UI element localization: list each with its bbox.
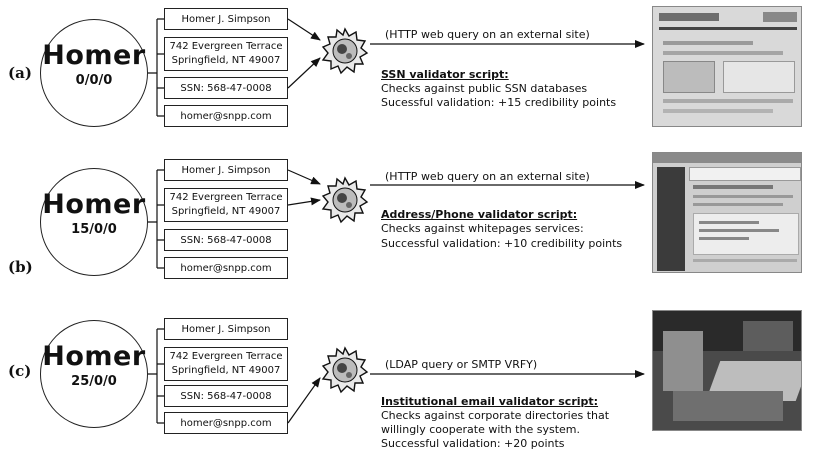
script-line: Checks against whitepages services: (381, 222, 584, 235)
panel-label: (b) (8, 258, 33, 276)
field-name-text: Homer J. Simpson (181, 323, 271, 335)
website-screenshot-a (652, 6, 802, 127)
field-address: 742 Evergreen Terrace Springfield, NT 49… (164, 188, 288, 222)
field-ssn: SSN: 568-47-0008 (164, 77, 288, 99)
panel-c-connectors (148, 328, 645, 424)
script-line: Successful validation: +20 points (381, 437, 565, 450)
script-title: Institutional email validator script: (381, 395, 599, 408)
field-email-text: homer@snpp.com (180, 417, 272, 429)
person-node: Homer 15/0/0 (40, 168, 148, 276)
script-line: willingly cooperate with the system. (381, 423, 580, 436)
field-address-line2: Springfield, NT 49007 (171, 206, 281, 217)
field-ssn-text: SSN: 568-47-0008 (180, 82, 272, 94)
panel-label: (a) (8, 64, 32, 82)
field-name-text: Homer J. Simpson (181, 164, 271, 176)
field-email: homer@snpp.com (164, 105, 288, 127)
person-node: Homer 0/0/0 (40, 19, 148, 127)
gear-icon (322, 347, 368, 393)
person-name: Homer (42, 189, 146, 220)
field-address: 742 Evergreen Terrace Springfield, NT 49… (164, 347, 288, 381)
query-text: (HTTP web query on an external site) (385, 28, 590, 41)
panel-c: (c) Homer 25/0/0 Homer J. Simpson 742 Ev… (0, 300, 813, 450)
person-name: Homer (42, 40, 146, 71)
person-name: Homer (42, 341, 146, 372)
script-line: Successful validation: +10 credibility p… (381, 237, 623, 250)
field-address-line1: 742 Evergreen Terrace (169, 41, 283, 52)
credibility-score: 15/0/0 (71, 222, 117, 237)
panel-a-connectors (148, 18, 645, 117)
field-email-text: homer@snpp.com (180, 262, 272, 274)
gear-icon (322, 28, 368, 74)
field-address-line1: 742 Evergreen Terrace (169, 351, 283, 362)
script-line: Checks against corporate directories tha… (381, 409, 610, 422)
field-address: 742 Evergreen Terrace Springfield, NT 49… (164, 37, 288, 71)
field-email-text: homer@snpp.com (180, 110, 272, 122)
photo-c (652, 310, 802, 431)
script-title: SSN validator script: (381, 68, 509, 81)
panel-label: (c) (8, 362, 32, 380)
field-email: homer@snpp.com (164, 412, 288, 434)
person-node: Homer 25/0/0 (40, 320, 148, 428)
field-ssn-text: SSN: 568-47-0008 (180, 234, 272, 246)
website-screenshot-b (652, 152, 802, 273)
query-text: (HTTP web query on an external site) (385, 170, 590, 183)
panel-b: (b) Homer 15/0/0 Homer J. Simpson 742 Ev… (0, 150, 813, 300)
credibility-score: 0/0/0 (75, 73, 113, 88)
field-address-line1: 742 Evergreen Terrace (169, 192, 283, 203)
query-text: (LDAP query or SMTP VRFY) (385, 358, 538, 371)
field-name-text: Homer J. Simpson (181, 13, 271, 25)
field-name: Homer J. Simpson (164, 318, 288, 340)
field-ssn: SSN: 568-47-0008 (164, 229, 288, 251)
credibility-score: 25/0/0 (71, 374, 117, 389)
script-line: Sucessful validation: +15 credibility po… (381, 96, 617, 109)
field-address-line2: Springfield, NT 49007 (171, 55, 281, 66)
field-name: Homer J. Simpson (164, 8, 288, 30)
panel-a: (a) Homer 0/0/0 Homer J. Simpson 742 Eve… (0, 0, 813, 150)
field-name: Homer J. Simpson (164, 159, 288, 181)
field-ssn: SSN: 568-47-0008 (164, 385, 288, 407)
gear-icon (322, 177, 368, 223)
script-title: Address/Phone validator script: (381, 208, 578, 221)
field-email: homer@snpp.com (164, 257, 288, 279)
panel-b-connectors (148, 169, 645, 269)
field-ssn-text: SSN: 568-47-0008 (180, 390, 272, 402)
script-line: Checks against public SSN databases (381, 82, 588, 95)
field-address-line2: Springfield, NT 49007 (171, 365, 281, 376)
